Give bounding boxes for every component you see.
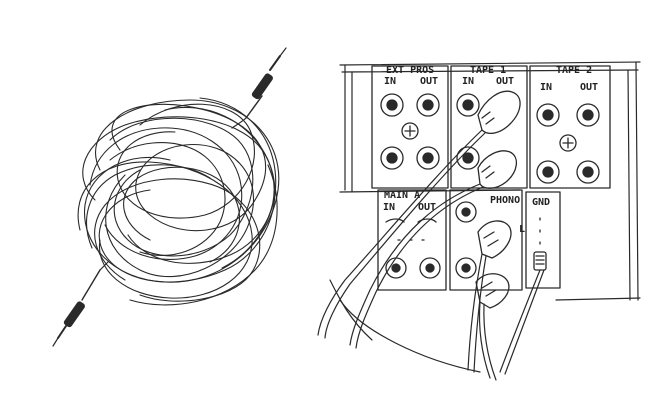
gnd-label: GND: [532, 197, 550, 208]
phono-plugs: [475, 220, 512, 309]
tape2-module: TAPE 2 IN OUT: [529, 65, 611, 189]
tape2-in-label: IN: [540, 82, 552, 93]
ext-out-label: OUT: [420, 76, 438, 87]
main-in-label: IN: [383, 202, 395, 213]
phono-module: PHONO: [449, 189, 523, 309]
main-amp-label: MAIN A: [384, 190, 420, 201]
plug-connector-bottom: [52, 261, 109, 347]
ext-jacks: [380, 93, 440, 170]
tape1-label: TAPE 1: [470, 65, 506, 76]
ext-in-label: IN: [384, 76, 396, 87]
phono-jacks: [455, 201, 477, 279]
cable-tangle: [77, 97, 280, 306]
tape2-jacks: [536, 103, 600, 184]
phono-label: PHONO: [490, 195, 520, 206]
gnd-terminal: [533, 217, 547, 271]
tape2-out-label: OUT: [580, 82, 598, 93]
tape1-plugs: [477, 90, 521, 189]
ext-pros-label: EXT PROS: [386, 65, 434, 76]
panel-cables: [317, 129, 545, 381]
tape1-jacks: [456, 93, 480, 170]
tape1-module: TAPE 1 IN OUT: [450, 65, 528, 189]
panel-chassis: [329, 61, 641, 373]
tape2-label: TAPE 2: [556, 65, 592, 76]
stereo-panel-drawing: EXT PROS IN OUT TAPE 1 IN OUT: [317, 61, 641, 381]
gnd-module: GND L: [519, 191, 561, 289]
main-out-label: OUT: [418, 202, 436, 213]
plug-connector-top: [231, 47, 287, 129]
tangled-cable-drawing: [52, 47, 287, 347]
gnd-l-label: L: [519, 224, 525, 235]
tape1-out-label: OUT: [496, 76, 514, 87]
ext-pros-module: EXT PROS IN OUT: [371, 65, 449, 189]
tape1-in-label: IN: [462, 76, 474, 87]
